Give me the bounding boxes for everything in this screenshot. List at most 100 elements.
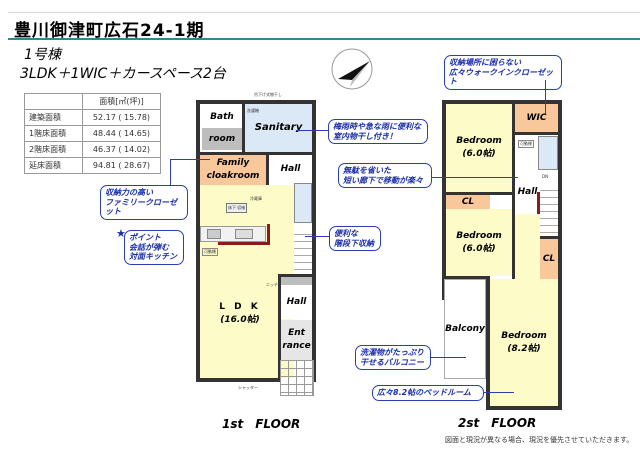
- row-value: 46.37 ( 14.02): [82, 141, 161, 158]
- wall: [196, 100, 200, 382]
- callout-leader: [296, 130, 328, 131]
- stove-icon: [207, 229, 221, 239]
- callout-leader: [432, 177, 518, 178]
- room-label: CL: [461, 196, 475, 207]
- floor2-plan: Bedroom (6.0帖) WIC 可動棚 Hall DN CL Bedroo…: [442, 100, 566, 412]
- room-wic: WIC: [515, 104, 558, 132]
- table-row: 延床面積 94.81 ( 28.67): [24, 157, 161, 174]
- unit-number: 1号棟: [24, 47, 61, 63]
- callout-family-closet: 収納力の高い ファミリークローゼット: [100, 185, 188, 220]
- callout-indoor-drying: 梅雨時や急な雨に便利な 室内物干し付き！: [328, 119, 428, 145]
- wall: [266, 155, 269, 185]
- wall: [278, 274, 281, 378]
- niche-label: ニッチ: [266, 282, 278, 287]
- fridge-label: 冷蔵庫: [250, 196, 262, 201]
- table-header-row: 面積[㎡(坪)]: [24, 93, 161, 110]
- room-toilet: [538, 136, 558, 170]
- room-label: Hall: [286, 296, 307, 307]
- table-row: 1階床面積 48.44 ( 14.65): [24, 125, 161, 142]
- callout-leader: [170, 159, 171, 185]
- room-label: Sanitary: [254, 122, 303, 133]
- room-entrance[interactable]: Ent rance: [281, 320, 312, 360]
- room-ldk-label: L D K (16.0帖): [200, 250, 280, 378]
- star-icon: ★: [116, 227, 126, 240]
- room-label: Family: [216, 158, 250, 169]
- washer-label: 洗濯機: [247, 108, 259, 113]
- top-divider: [8, 12, 640, 13]
- callout-walk-in-closet: 収納場所に困らない 広々ウォークインクローゼット: [444, 55, 562, 90]
- room-hall: Hall: [515, 170, 540, 214]
- room-bath: Bath: [202, 106, 242, 128]
- row-value: 52.17 ( 15.78): [82, 109, 161, 126]
- wall: [196, 152, 316, 155]
- callout-text: 収納場所に困らない 広々ウォークインクローゼット: [449, 58, 553, 87]
- room-closet-right: CL: [540, 239, 558, 279]
- floor2-label: 2st FLOOR: [458, 416, 537, 430]
- room-bath-lower: room: [202, 128, 242, 150]
- wall: [442, 276, 490, 279]
- callout-bedroom: 広々8.2帖のベッドルーム: [372, 385, 484, 401]
- wall: [442, 192, 515, 195]
- room-label: CL: [542, 253, 556, 264]
- room-toilet: [294, 183, 312, 223]
- entrance-porch: [280, 360, 314, 396]
- room-label: room: [208, 133, 236, 144]
- underfloor-storage-label: 床下 収納: [226, 203, 248, 213]
- callout-balcony: 洗濯物がたっぷり 干せるバルコニー: [355, 345, 431, 371]
- wall: [512, 195, 515, 279]
- kitchen-wall-bar: [267, 224, 270, 245]
- room-label: Bedroom: [501, 330, 547, 341]
- callout-text: ポイント 会話が弾む 対面キッチン: [129, 233, 177, 262]
- row-value: 48.44 ( 14.65): [82, 125, 161, 142]
- wall: [242, 104, 245, 152]
- table-header-cell: 面積[㎡(坪)]: [82, 93, 161, 110]
- row-label: 1階床面積: [24, 125, 83, 142]
- wall: [486, 276, 490, 410]
- room-label: Hall: [517, 186, 538, 197]
- room-label: rance: [282, 341, 311, 351]
- wall: [486, 406, 562, 410]
- room-balcony: Balcony: [444, 279, 486, 379]
- movable-shelf-label: 可動棚: [518, 140, 534, 148]
- wall: [312, 100, 316, 382]
- callout-leader: [545, 80, 546, 114]
- wall: [442, 100, 562, 104]
- room-label: Balcony: [445, 323, 485, 334]
- callout-leader: [484, 392, 514, 393]
- disclaimer-note: 図面と現況が異なる場合、現況を優先させていただきます。: [445, 436, 634, 444]
- room-sanitary: Sanitary: [245, 104, 312, 152]
- row-value: 94.81 ( 28.67): [82, 157, 161, 174]
- callout-face-to-face-kitchen: ポイント 会話が弾む 対面キッチン: [124, 230, 184, 265]
- row-label: 延床面積: [24, 157, 83, 174]
- room-family-cloakroom: Family cloakroom: [200, 155, 266, 185]
- room-label: cloakroom: [206, 171, 260, 181]
- callout-leader: [170, 159, 210, 160]
- room-hall-upper: Hall: [269, 155, 312, 183]
- sink-icon: [235, 229, 253, 239]
- callout-short-hallway: 無駄を省いた 短い廊下で移動が楽々: [338, 163, 432, 189]
- drying-pole-label: 吊下げ式物干し: [254, 92, 282, 97]
- staircase: [540, 184, 558, 236]
- room-label: WIC: [526, 112, 547, 123]
- area-table: 面積[㎡(坪)] 建築面積 52.17 ( 15.78) 1階床面積 48.44…: [24, 93, 161, 174]
- table-row: 2階床面積 46.37 ( 14.02): [24, 141, 161, 158]
- staircase: [294, 228, 312, 274]
- room-label: (8.2帖): [507, 343, 541, 354]
- wall: [558, 100, 562, 410]
- room-label: Hall: [280, 163, 301, 174]
- callout-stair-storage: 便利な 階段下収納: [329, 226, 381, 252]
- callout-leader: [305, 236, 329, 237]
- room-closet-left: CL: [446, 195, 490, 209]
- wall: [442, 100, 446, 300]
- wall: [196, 100, 316, 104]
- room-label: Bedroom: [456, 230, 502, 241]
- down-label: DN: [542, 174, 549, 179]
- north-arrow-compass-icon: [330, 47, 374, 91]
- shutter-label: シャッター: [238, 385, 258, 390]
- corridor: [515, 214, 540, 279]
- row-label: 建築面積: [24, 109, 83, 126]
- room-label: (16.0帖): [220, 315, 260, 325]
- room-hall-lower: Hall: [281, 285, 312, 319]
- room-bedroom-1: Bedroom (6.0帖): [446, 104, 512, 192]
- floor1-label: 1st FLOOR: [222, 417, 301, 431]
